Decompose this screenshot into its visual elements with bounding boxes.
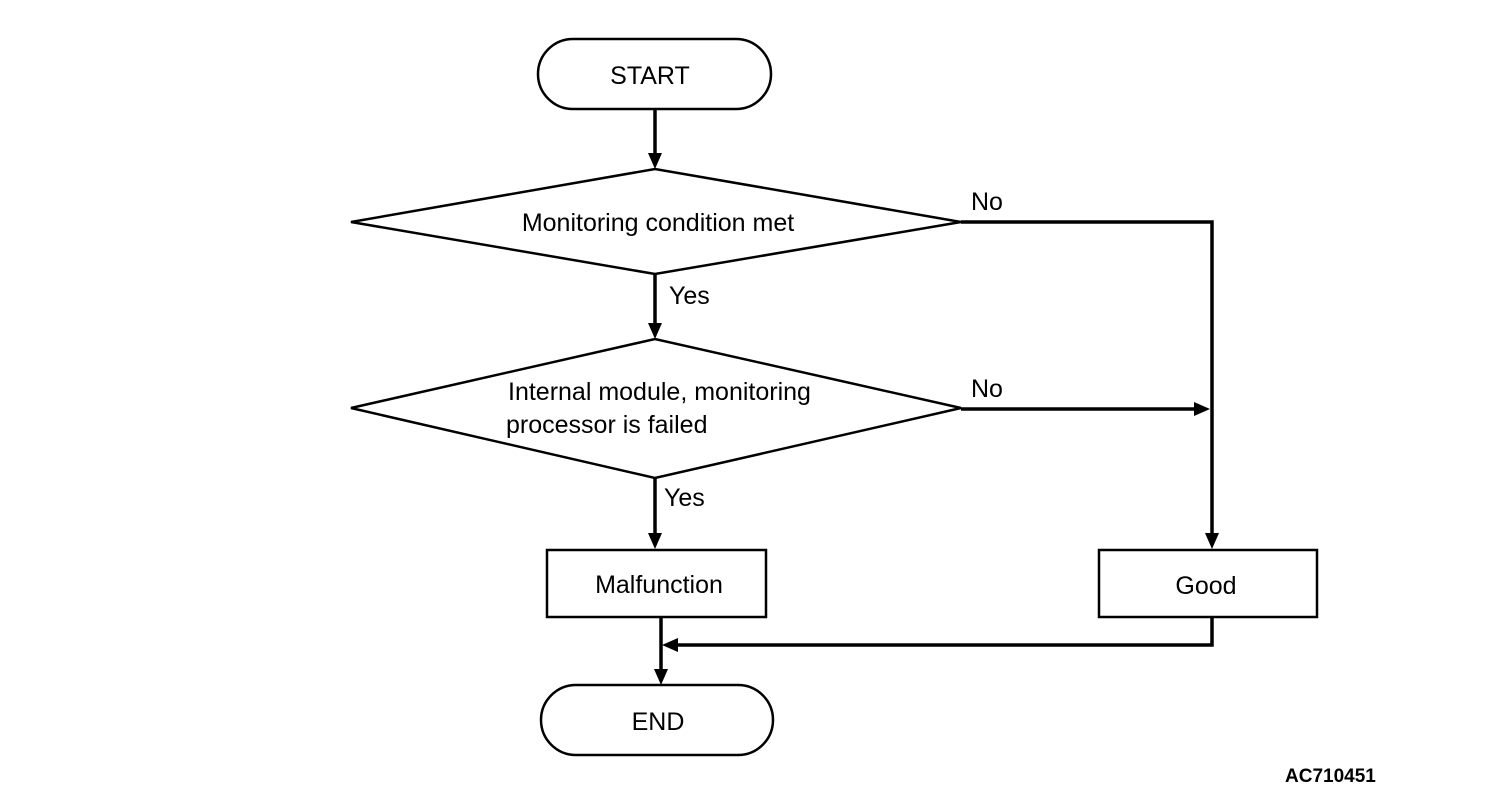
malfunction-box [545, 548, 768, 619]
arrowhead-to-good [1205, 533, 1219, 549]
arrowhead-decision-1-yes [648, 323, 662, 339]
malfunction-process: Malfunction [545, 548, 768, 619]
decision-internal-module: Internal module, monitoring processor is… [350, 337, 962, 480]
end-terminal-shape [539, 683, 775, 757]
start-terminal: START [536, 37, 773, 111]
decision-2-no-label: No [971, 375, 1003, 403]
arrowhead-decision-2-yes [648, 533, 662, 549]
decision-1-no-label: No [971, 188, 1003, 216]
good-process: Good [1097, 548, 1319, 619]
decision-2-yes-label: Yes [664, 484, 705, 512]
connector-decision-1-no [961, 220, 1214, 535]
decision-1-label: Monitoring condition met [522, 209, 794, 237]
arrowhead-to-end [654, 669, 668, 685]
good-label: Good [1175, 572, 1236, 600]
decision-1-yes-label: Yes [669, 282, 710, 310]
decision-2-label-line-2: processor is failed [506, 411, 707, 439]
start-label: START [610, 62, 690, 90]
end-label: END [632, 708, 685, 736]
arrowhead-good-merge [662, 638, 678, 652]
decision-2-shape [350, 337, 962, 480]
decision-monitoring-condition: Monitoring condition met [350, 167, 962, 276]
connector-good-to-end [677, 617, 1214, 647]
decision-2-label-line-1: Internal module, monitoring [508, 378, 811, 406]
arrowhead-decision-2-no [1194, 402, 1210, 416]
figure-code: AC710451 [1285, 766, 1376, 787]
malfunction-label: Malfunction [595, 571, 723, 599]
good-box [1097, 548, 1319, 619]
end-terminal: END [539, 683, 775, 757]
arrowhead-start-to-decision-1 [648, 153, 662, 169]
